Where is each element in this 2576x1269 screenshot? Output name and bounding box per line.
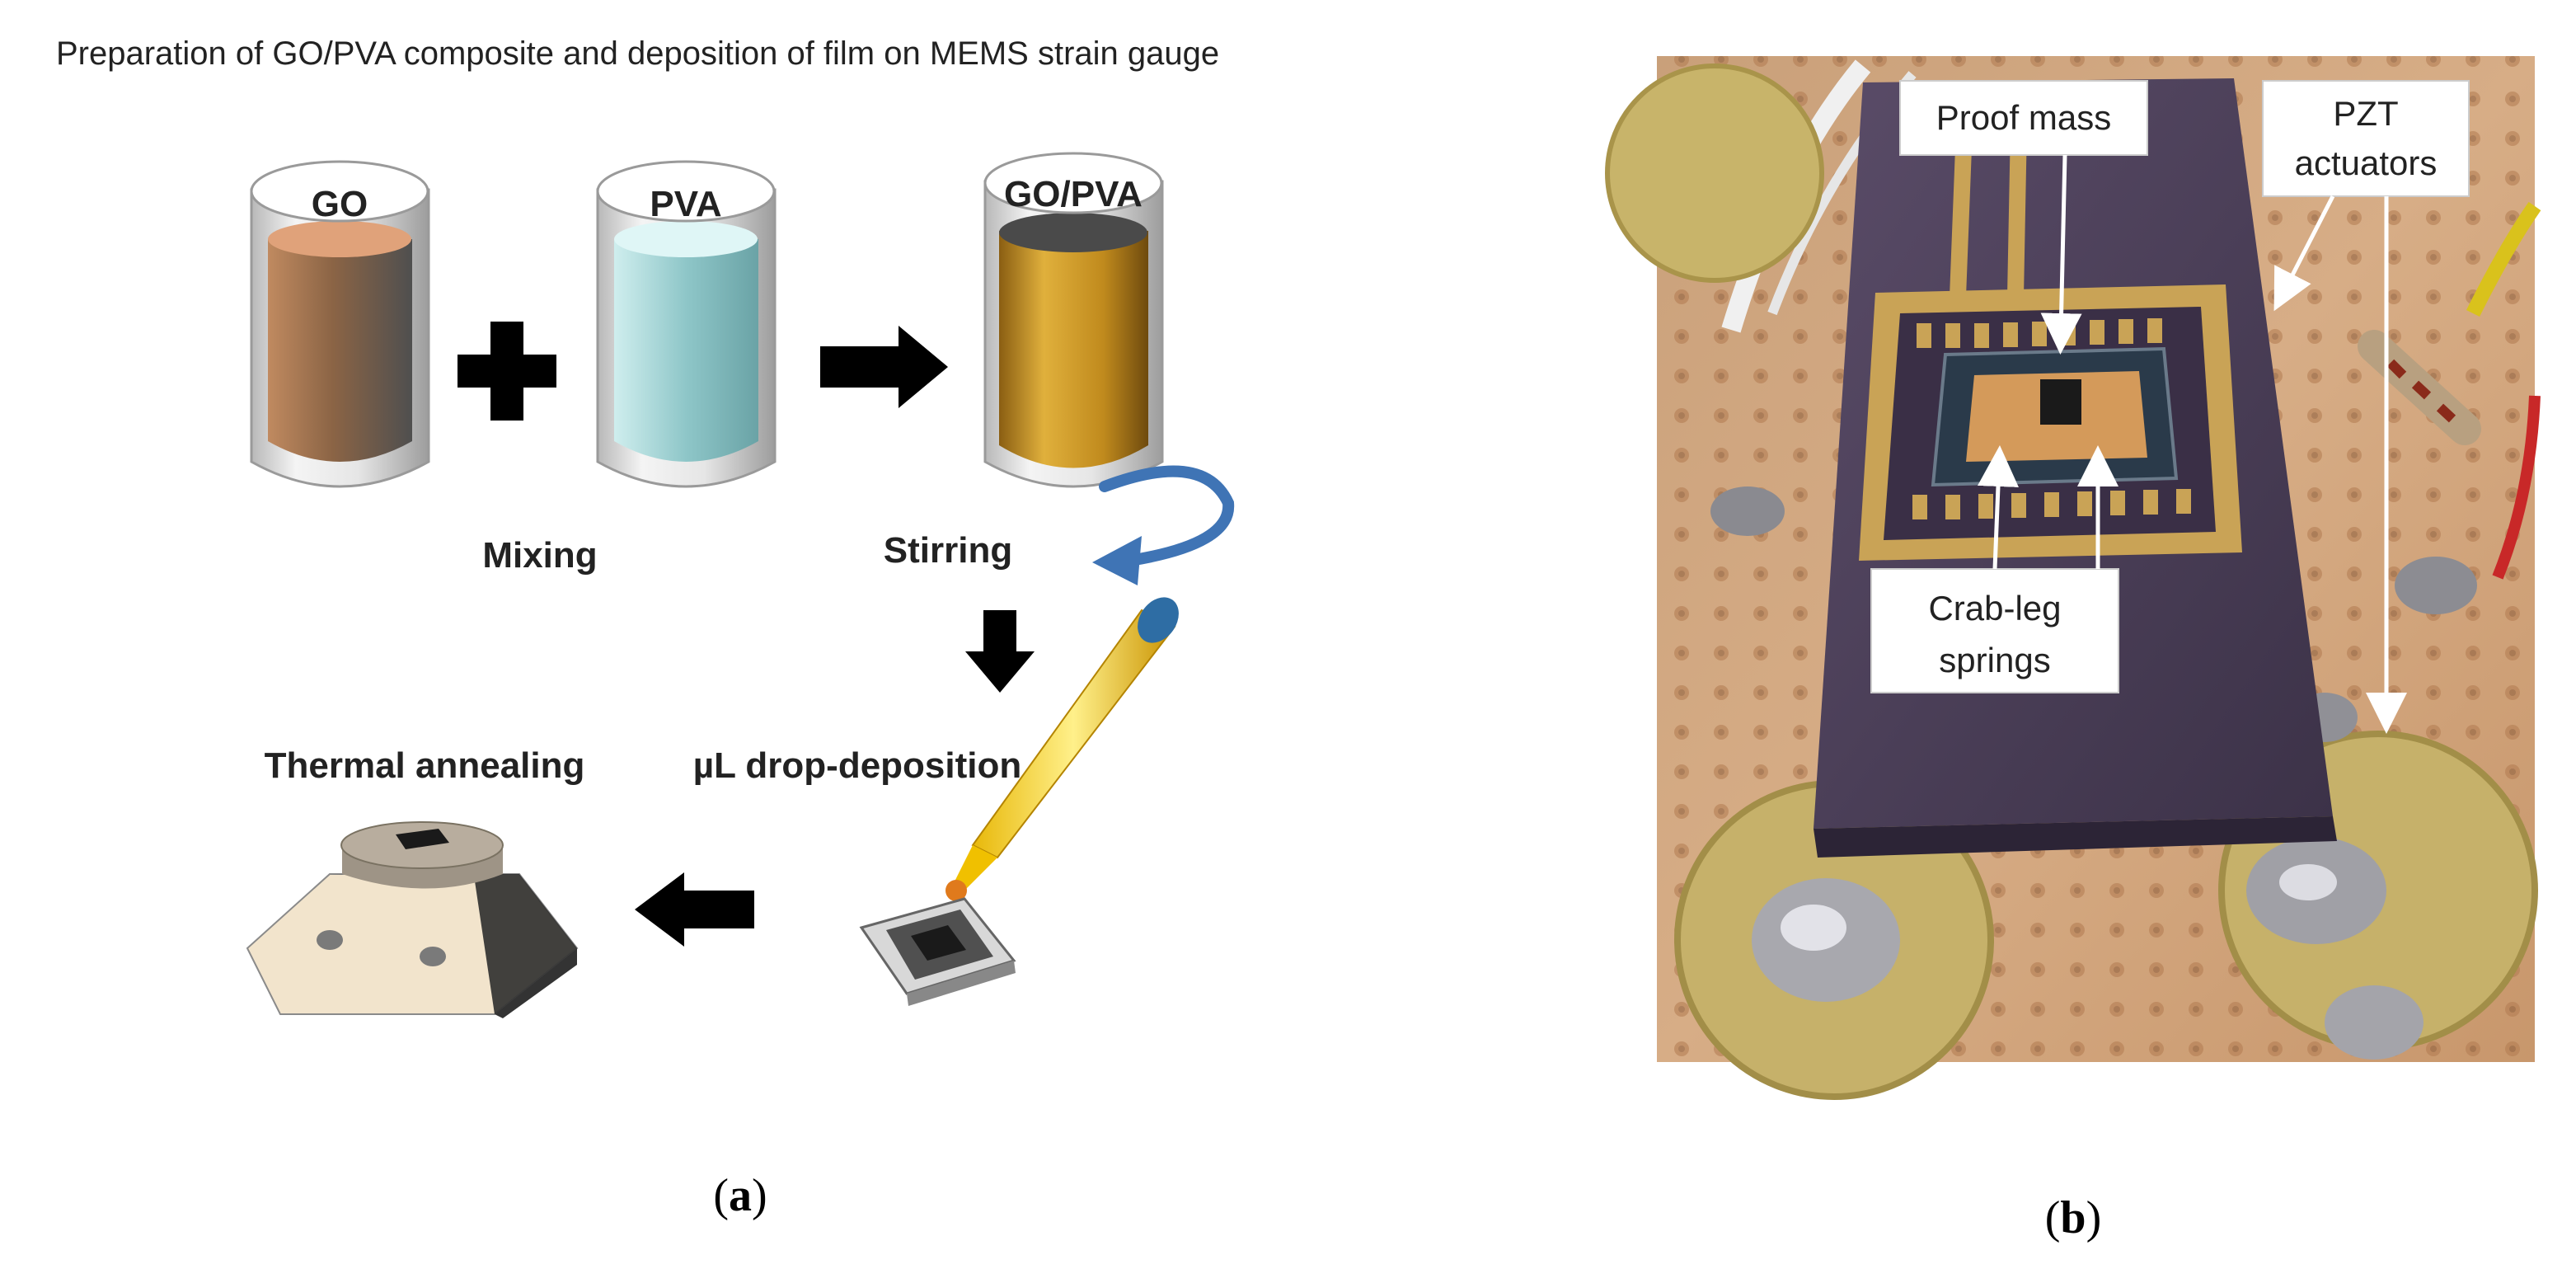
- pzt-callout: [2262, 80, 2470, 197]
- step-mixing-label: Mixing: [482, 535, 597, 576]
- mems-chip-icon: [859, 897, 1016, 1006]
- beaker-go-label: GO: [312, 184, 368, 224]
- pipette-icon: [936, 597, 1179, 927]
- panel-a: Preparation of GO/PVA composite and depo…: [56, 35, 1235, 1221]
- step-annealing-label: Thermal annealing: [265, 745, 585, 786]
- proof-mass: [2040, 379, 2081, 425]
- beaker-pva: PVA: [596, 160, 777, 488]
- pzt-label-line2: actuators: [2295, 143, 2438, 182]
- proof-mass-callout: [1899, 80, 2148, 156]
- hotplate-icon: [246, 821, 579, 1018]
- step-drop-label: µL drop-deposition: [693, 745, 1022, 786]
- arrow-left-icon: [635, 872, 754, 947]
- pzt-disc-top-left: [1605, 63, 1824, 283]
- pzt-label-line1: PZT: [2333, 94, 2398, 133]
- crab-leg-callout: [1870, 568, 2119, 693]
- resistor-icon: [2358, 330, 2481, 445]
- stirring-arrow-icon: [1092, 465, 1235, 585]
- arrow-right-icon: [820, 326, 948, 408]
- arrow-down-icon: [965, 610, 1035, 693]
- step-stirring-label: Stirring: [884, 530, 1012, 571]
- crab-leg-label-line1: Crab-leg: [1928, 589, 2061, 627]
- plus-icon: [457, 322, 556, 421]
- beaker-gopva: GO/PVA: [983, 152, 1164, 488]
- panel-b: Proof mass PZT actuators Crab-leg spring…: [1605, 56, 2541, 1243]
- beaker-pva-label: PVA: [650, 184, 721, 224]
- crab-leg-label-line2: springs: [1939, 641, 2050, 679]
- panel-b-caption: (b): [2045, 1192, 2101, 1243]
- panel-a-caption: (a): [713, 1170, 767, 1221]
- beaker-go: GO: [250, 160, 430, 488]
- panel-a-title: Preparation of GO/PVA composite and depo…: [56, 35, 1219, 72]
- device-photo: Proof mass PZT actuators Crab-leg spring…: [1605, 56, 2541, 1100]
- proof-mass-label: Proof mass: [1936, 98, 2111, 137]
- beaker-gopva-label: GO/PVA: [1004, 174, 1143, 214]
